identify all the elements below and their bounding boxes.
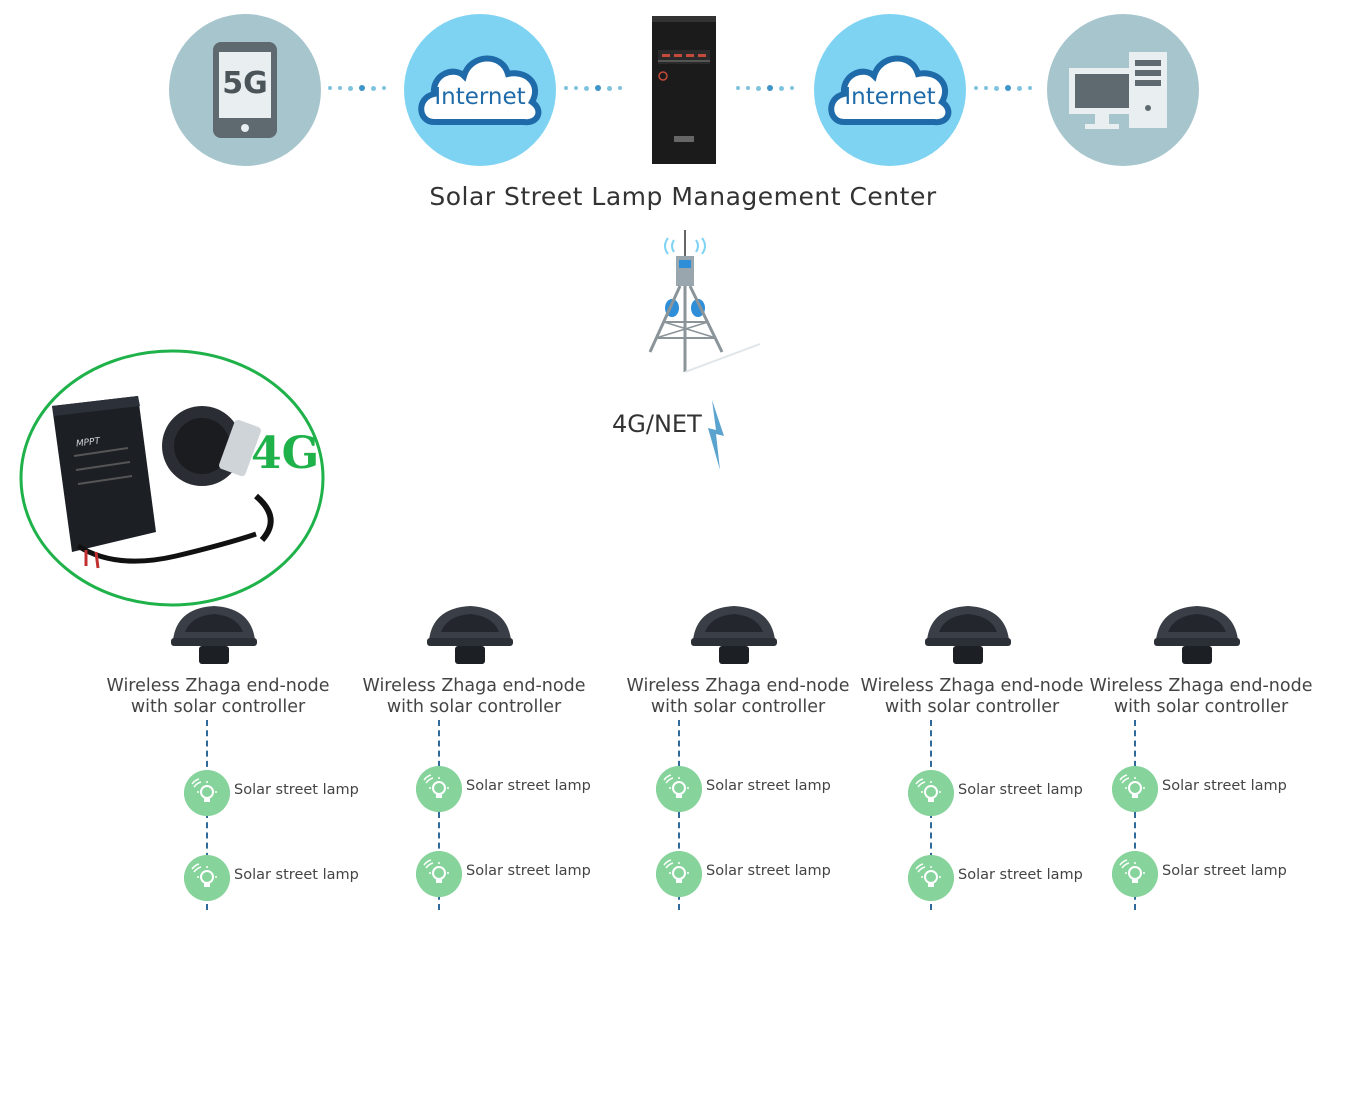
internet-label-left: Internet	[434, 84, 526, 110]
end-node-label-line1: Wireless Zhaga end-node	[106, 676, 330, 696]
node-connector-line	[438, 720, 440, 910]
cloud-icon	[828, 55, 952, 126]
internet-cloud-left: Internet	[404, 14, 556, 166]
lightbulb-icon	[656, 766, 702, 812]
zhaga-node-icon	[691, 606, 777, 664]
lamp-label: Solar street lamp	[466, 863, 591, 879]
lightbulb-icon	[656, 851, 702, 897]
zhaga-node-icon	[427, 606, 513, 664]
lamp-label: Solar street lamp	[958, 782, 1083, 798]
server-tower-icon	[652, 16, 716, 164]
lightbulb-icon	[416, 851, 462, 897]
controller-callout	[19, 349, 325, 607]
lightbulb-icon	[1112, 766, 1158, 812]
lightbulb-icon	[184, 770, 230, 816]
end-node-label-line1: Wireless Zhaga end-node	[626, 676, 850, 696]
end-node-label-line1: Wireless Zhaga end-node	[1089, 676, 1313, 696]
end-node-label-line1: Wireless Zhaga end-node	[860, 676, 1084, 696]
desktop-computer-icon	[1069, 52, 1167, 129]
desktop-pc-node	[1047, 14, 1199, 166]
controller-4g-badge: 4G	[251, 428, 320, 479]
lightbulb-icon	[416, 766, 462, 812]
phone-5g-node: 5G	[169, 14, 321, 166]
link-label: 4G/NET	[612, 410, 702, 438]
connector-dots-2	[564, 84, 622, 92]
lamp-label: Solar street lamp	[1162, 778, 1287, 794]
lightbulb-icon	[184, 855, 230, 901]
lamp-label: Solar street lamp	[1162, 863, 1287, 879]
lightbulb-icon	[908, 770, 954, 816]
connector-dots-1	[328, 84, 386, 92]
zhaga-node-icon	[1154, 606, 1240, 664]
internet-cloud-right: Internet	[814, 14, 966, 166]
zhaga-node-icon	[925, 606, 1011, 664]
node-connector-line	[1134, 720, 1136, 910]
connector-dots-3	[736, 84, 794, 92]
internet-label-right: Internet	[844, 84, 936, 110]
lightning-bolt-icon	[708, 400, 724, 470]
lamp-label: Solar street lamp	[234, 782, 359, 798]
node-connector-line	[678, 720, 680, 910]
end-node-label-line2: with solar controller	[130, 697, 306, 717]
lamp-label: Solar street lamp	[706, 863, 831, 879]
lamp-label: Solar street lamp	[234, 867, 359, 883]
end-node-label-line2: with solar controller	[884, 697, 1060, 717]
connector-dots-4	[974, 84, 1032, 92]
end-node-label-line2: with solar controller	[1113, 697, 1289, 717]
end-node-label-line2: with solar controller	[386, 697, 562, 717]
lamp-label: Solar street lamp	[466, 778, 591, 794]
smartphone-icon	[213, 42, 277, 138]
zhaga-node-icon	[171, 606, 257, 664]
lightbulb-icon	[908, 855, 954, 901]
end-node-label-line2: with solar controller	[650, 697, 826, 717]
lamp-label: Solar street lamp	[706, 778, 831, 794]
lightbulb-icon	[1112, 851, 1158, 897]
end-node-label-line1: Wireless Zhaga end-node	[362, 676, 586, 696]
phone-5g-label: 5G	[222, 66, 268, 101]
management-center-title: Solar Street Lamp Management Center	[429, 182, 937, 211]
lamp-label: Solar street lamp	[958, 867, 1083, 883]
cell-tower-icon	[648, 230, 761, 373]
cloud-icon	[418, 55, 542, 126]
